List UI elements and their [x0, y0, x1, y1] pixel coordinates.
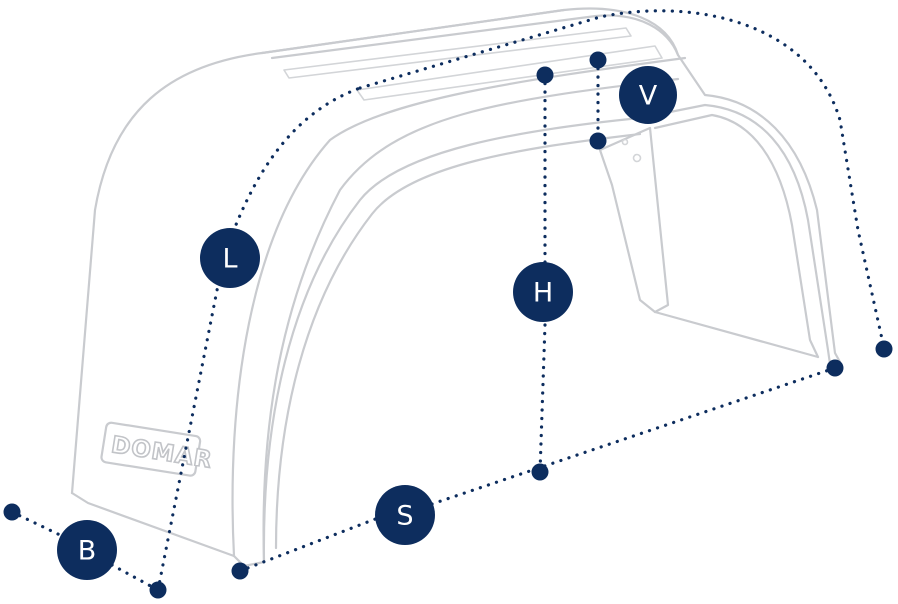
- mudguard-front-face: [232, 77, 680, 568]
- badge-L-label: L: [222, 244, 237, 275]
- dimension-B-line: [10, 510, 160, 592]
- badge-H-circle: [513, 262, 573, 322]
- mudguard-front-lip: [70, 56, 687, 558]
- mudguard-drawing: DOMAR: [70, 7, 842, 568]
- mudguard-inner-arch: [262, 116, 642, 564]
- domar-logo: DOMAR: [100, 421, 215, 477]
- dimension-H-line: [538, 73, 547, 474]
- badge-H-label: H: [533, 278, 553, 309]
- mudguard-inner-arch-edge: [274, 132, 642, 550]
- dimension-V-top-point: [589, 51, 607, 69]
- mudguard-top-groove-lower: [356, 45, 663, 101]
- badge-S-label: S: [396, 501, 413, 532]
- logo-plate: [100, 421, 202, 477]
- dimension-badge-V: V: [619, 66, 677, 124]
- dimension-badge-L: L: [200, 228, 260, 288]
- dimension-V-bottom-point: [589, 132, 607, 150]
- dimension-badge-H: H: [513, 262, 573, 322]
- dimension-S-end-point: [826, 359, 844, 377]
- badge-B-label: B: [78, 536, 97, 567]
- dimension-badge-S: S: [375, 485, 435, 545]
- badge-L-circle: [200, 228, 260, 288]
- badge-V-circle: [619, 66, 677, 124]
- mudguard-top-rim: [260, 8, 680, 60]
- mudguard-rear-bottom: [653, 310, 820, 359]
- bracket-hole-2: [632, 153, 642, 163]
- badge-S-circle: [375, 485, 435, 545]
- mudguard-outer-shell: [70, 7, 842, 495]
- dimension-B-start-point: [3, 503, 21, 521]
- badge-V-label: V: [639, 81, 658, 112]
- mudguard-rear-arch-inner: [653, 113, 820, 359]
- dimension-badge-B: B: [57, 520, 117, 580]
- dimension-L-line: [156, 86, 362, 592]
- dimension-L-start-point: [149, 581, 167, 599]
- dimension-L-arc: [358, 9, 886, 350]
- bracket-hole-1: [621, 138, 629, 146]
- dimension-lines: [3, 9, 893, 599]
- mudguard-rear-arch: [638, 103, 832, 366]
- dimension-S-start-point: [231, 562, 249, 580]
- dimension-L-end-point: [875, 340, 893, 358]
- dimension-H-top-point: [536, 66, 554, 84]
- dimension-H-bottom-point: [531, 463, 549, 481]
- badge-B-circle: [57, 520, 117, 580]
- dimension-S-line: [238, 366, 837, 573]
- mudguard-top-groove: [283, 27, 632, 79]
